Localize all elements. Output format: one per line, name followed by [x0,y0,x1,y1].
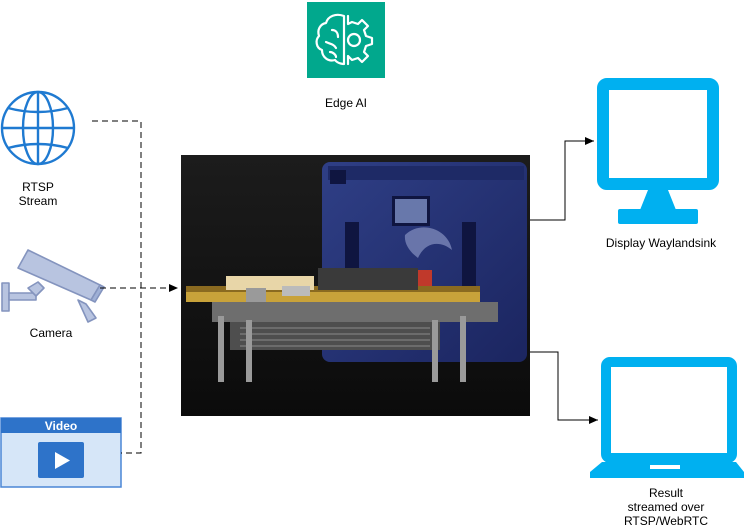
video-player-icon [0,417,122,488]
edge-ai-label: Edge AI [324,96,368,110]
rtsp-globe-icon [0,90,76,166]
monitor-icon [597,78,719,224]
rtsp-stream-label: RTSP Stream [18,180,58,208]
input-connectors [92,120,178,454]
video-label: Video [44,419,78,433]
security-camera-icon [1,249,105,323]
edge-ai-brain-gear-icon [307,2,385,78]
camera-label: Camera [29,326,73,340]
display-waylandsink-label: Display Waylandsink [605,236,717,250]
laptop-icon [590,357,744,478]
embedded-board-image [181,155,530,416]
output-connectors [530,137,598,424]
result-streamed-label: Result streamed over RTSP/WebRTC [623,486,709,528]
